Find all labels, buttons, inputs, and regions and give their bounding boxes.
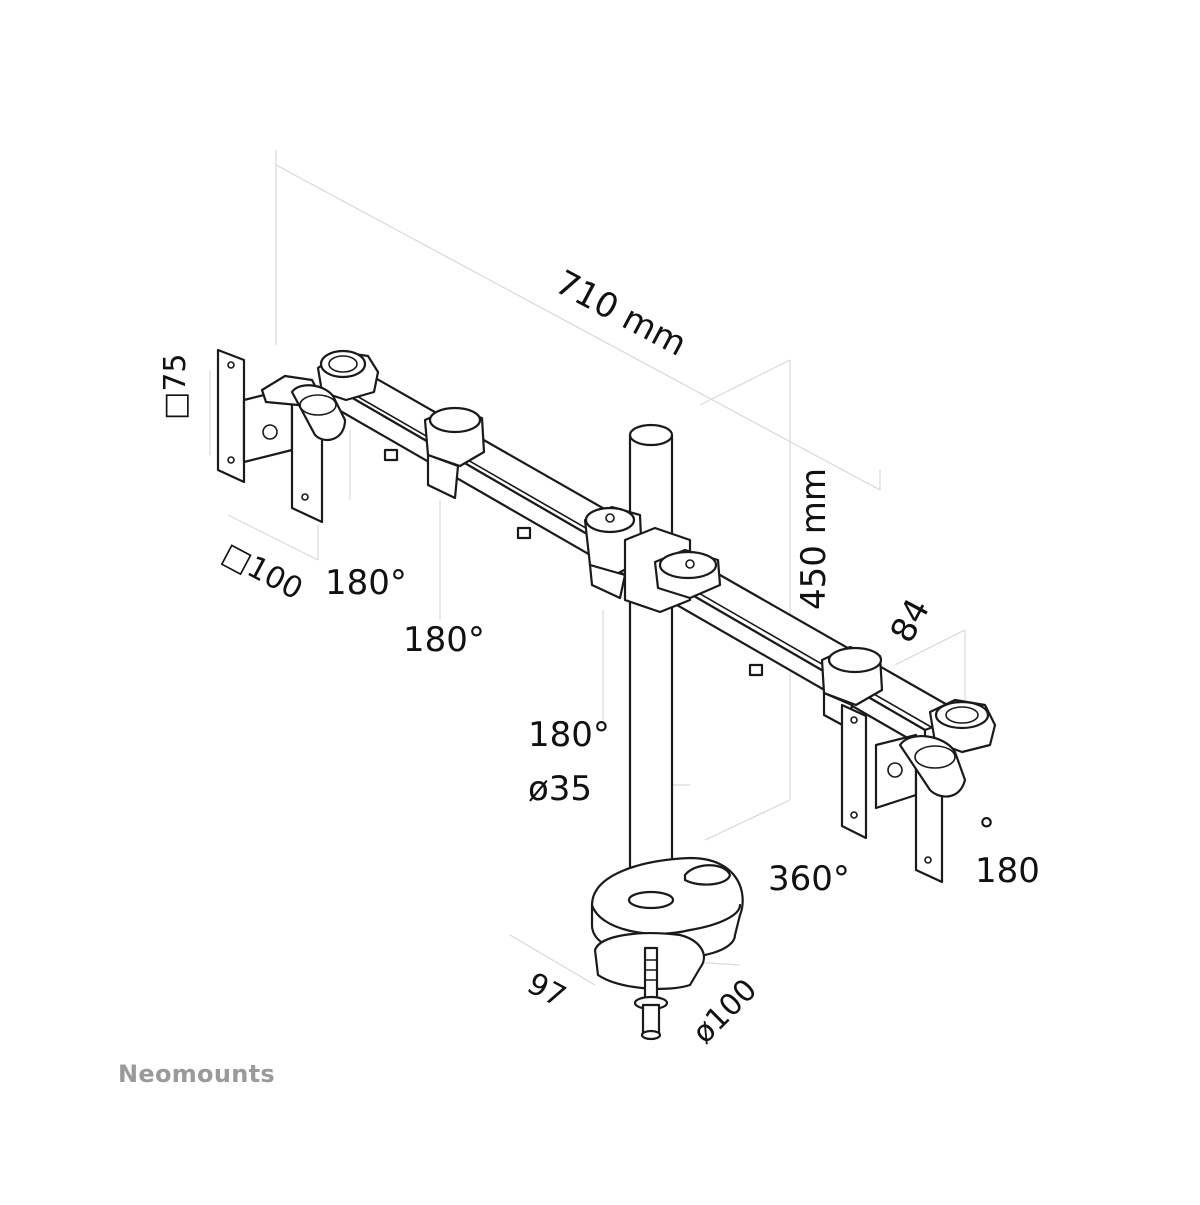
vesa-small-label: □75 (158, 353, 193, 420)
width-dimension-label: 710 mm (549, 263, 693, 365)
left-slider-clamp (423, 406, 486, 500)
arm-depth-label: 84 (883, 592, 939, 649)
vesa-large-label: □100 (216, 536, 308, 607)
pole-diameter-label: ø35 (528, 769, 592, 809)
dimension-guides (209, 150, 966, 986)
clamp-diameter-label: ø100 (686, 972, 764, 1050)
left-swivel-label: 180° (403, 620, 485, 660)
base-rotation-label: 360° (768, 859, 850, 899)
right-end-cap (928, 698, 997, 754)
center-swivel-label: 180° (528, 715, 610, 755)
height-dimension-label: 450 mm (794, 468, 834, 610)
right-degree-symbol: ° (978, 811, 995, 851)
brand-logo-text: Neomounts (118, 1060, 275, 1088)
pole (628, 423, 674, 902)
left-tilt-label: 180° (325, 563, 407, 603)
left-end-cap (316, 349, 380, 402)
center-hub (583, 505, 722, 614)
clamp-depth-label: 97 (521, 966, 571, 1015)
right-rotation-value: 180 (975, 851, 1040, 891)
left-monitor-bracket (216, 348, 347, 524)
right-monitor-bracket (840, 703, 967, 884)
desk-clamp (590, 856, 744, 1041)
